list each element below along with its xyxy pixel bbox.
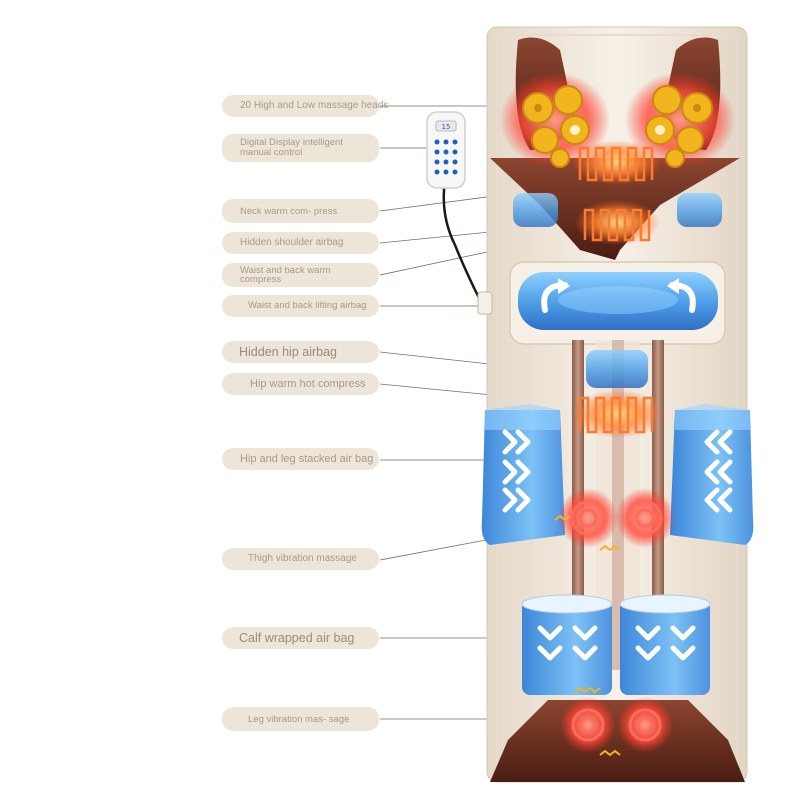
label-shoulder-airbag: Hidden shoulder airbag: [222, 232, 379, 254]
thigh-vibration: [554, 488, 675, 552]
label-leg-vibration: Leg vibration mas- sage: [222, 707, 379, 731]
label-hip-warm: Hip warm hot compress: [222, 373, 379, 395]
label-neck-warm: Neck warm com- press: [222, 199, 379, 223]
stacked-airbag-right: [670, 404, 754, 545]
massage-heads-right: [645, 85, 713, 168]
label-thigh-vibration: Thigh vibration massage: [222, 548, 379, 570]
label-waist-warm: Waist and back warm compress: [222, 263, 379, 287]
waist-heat-coil: [583, 208, 651, 242]
label-remote-control: Digital Display intelligent manual contr…: [222, 134, 379, 162]
remote-display: 15: [442, 123, 451, 131]
label-waist-lifting-airbag: Waist and back lifting airbag: [222, 295, 379, 317]
stacked-airbag-left: [481, 404, 565, 545]
remote-cable: [442, 179, 482, 301]
label-stacked-airbag: Hip and leg stacked air bag: [222, 448, 379, 470]
shoulder-airbag-left: [513, 193, 558, 227]
label-hip-airbag: Hidden hip airbag: [222, 341, 379, 363]
remote-control: 15: [426, 111, 466, 189]
calf-airbag-left: [521, 594, 613, 695]
foot-leather: [490, 700, 745, 782]
hip-heat-coil: [578, 396, 654, 434]
label-massage-heads: 20 High and Low massage heads: [222, 95, 388, 117]
calf-airbag-right: [619, 594, 711, 695]
leg-vibration: [560, 686, 673, 757]
hip-airbag: [586, 350, 648, 388]
massage-heads-left: [522, 85, 590, 168]
shoulder-airbag-right: [677, 193, 722, 227]
label-calf-airbag: Calf wrapped air bag: [222, 627, 379, 649]
neck-heat-coil: [578, 146, 654, 182]
